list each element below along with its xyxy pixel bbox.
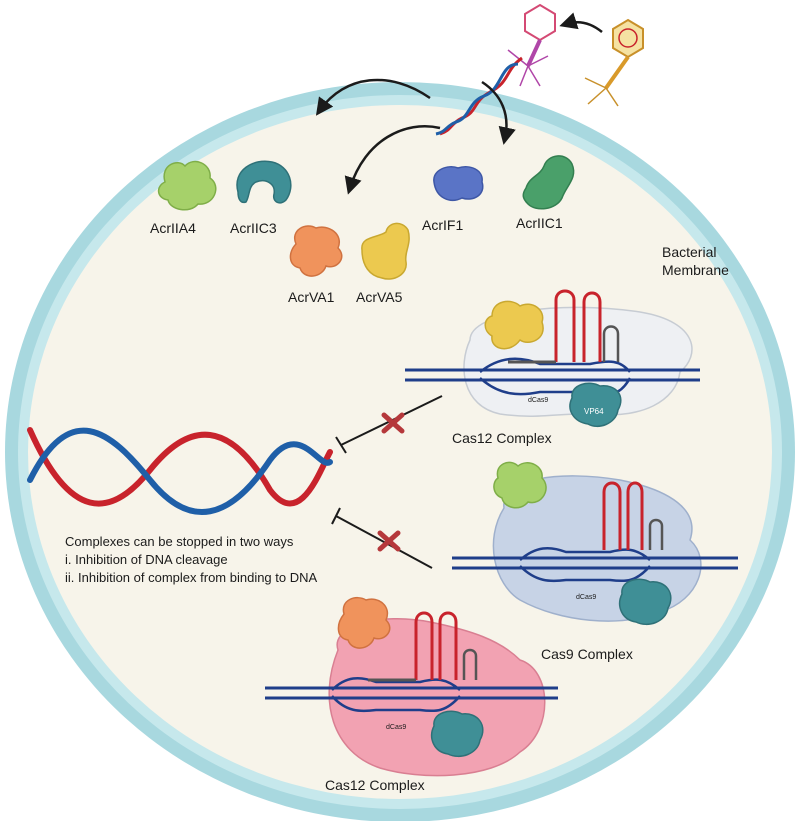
bottom-enzyme-label: dCas9	[386, 724, 406, 731]
top-enzyme-label: dCas9	[528, 397, 548, 404]
bottom-cas12-complex	[265, 611, 558, 777]
bottom-complex-title: Cas12 Complex	[325, 777, 425, 793]
acriic1-label: AcrIIC1	[516, 215, 563, 231]
acriic1-protein-icon	[522, 155, 575, 210]
notes-item-1: i. Inhibition of DNA cleavage	[65, 552, 228, 567]
phage-approaching-icon	[584, 18, 644, 107]
acriic3-protein-icon	[236, 160, 292, 204]
target-dna-helix	[27, 427, 333, 515]
acrif1-label: AcrIF1	[422, 217, 463, 233]
acrif1-protein-icon	[433, 166, 484, 202]
top-complex-title: Cas12 Complex	[452, 430, 552, 446]
expression-arrow-left	[315, 78, 431, 116]
membrane-label-line2: Membrane	[662, 262, 729, 278]
cytoplasm	[28, 105, 772, 799]
acriic3-label: AcrIIC3	[230, 220, 277, 236]
inhibit-x-icon	[377, 530, 401, 552]
acrva1-label: AcrVA1	[288, 289, 335, 305]
expression-arrow-right	[481, 80, 516, 145]
acriia4-bound-icon	[493, 461, 547, 509]
effector-protein-icon	[569, 382, 622, 428]
injected-phage-dna	[435, 56, 523, 136]
acrva1-protein-icon	[289, 225, 343, 277]
notes-item-2: ii. Inhibition of complex from binding t…	[65, 570, 318, 585]
membrane-label-line1: Bacterial	[662, 244, 716, 260]
notes-heading: Complexes can be stopped in two ways	[65, 534, 294, 549]
middle-enzyme-label: dCas9	[576, 594, 596, 601]
acrva5-bound-icon	[484, 300, 544, 350]
inhibit-x-icon	[381, 412, 405, 434]
middle-complex-title: Cas9 Complex	[541, 646, 633, 662]
bottom-effector-protein-icon	[430, 710, 484, 758]
acriia4-label: AcrIIA4	[150, 220, 196, 236]
acrva1-bound-icon	[337, 596, 391, 649]
expression-arrow-middle	[344, 125, 441, 195]
inhibition-line-bottom	[331, 507, 433, 569]
acriia4-protein-icon	[157, 160, 217, 211]
middle-effector-protein-icon	[618, 578, 672, 626]
acrva5-label: AcrVA5	[356, 289, 403, 305]
phage-approach-arrow	[559, 12, 603, 33]
acrva5-protein-icon	[361, 222, 410, 280]
top-effector-label: VP64	[584, 407, 604, 416]
phage-injecting-icon	[507, 3, 556, 87]
